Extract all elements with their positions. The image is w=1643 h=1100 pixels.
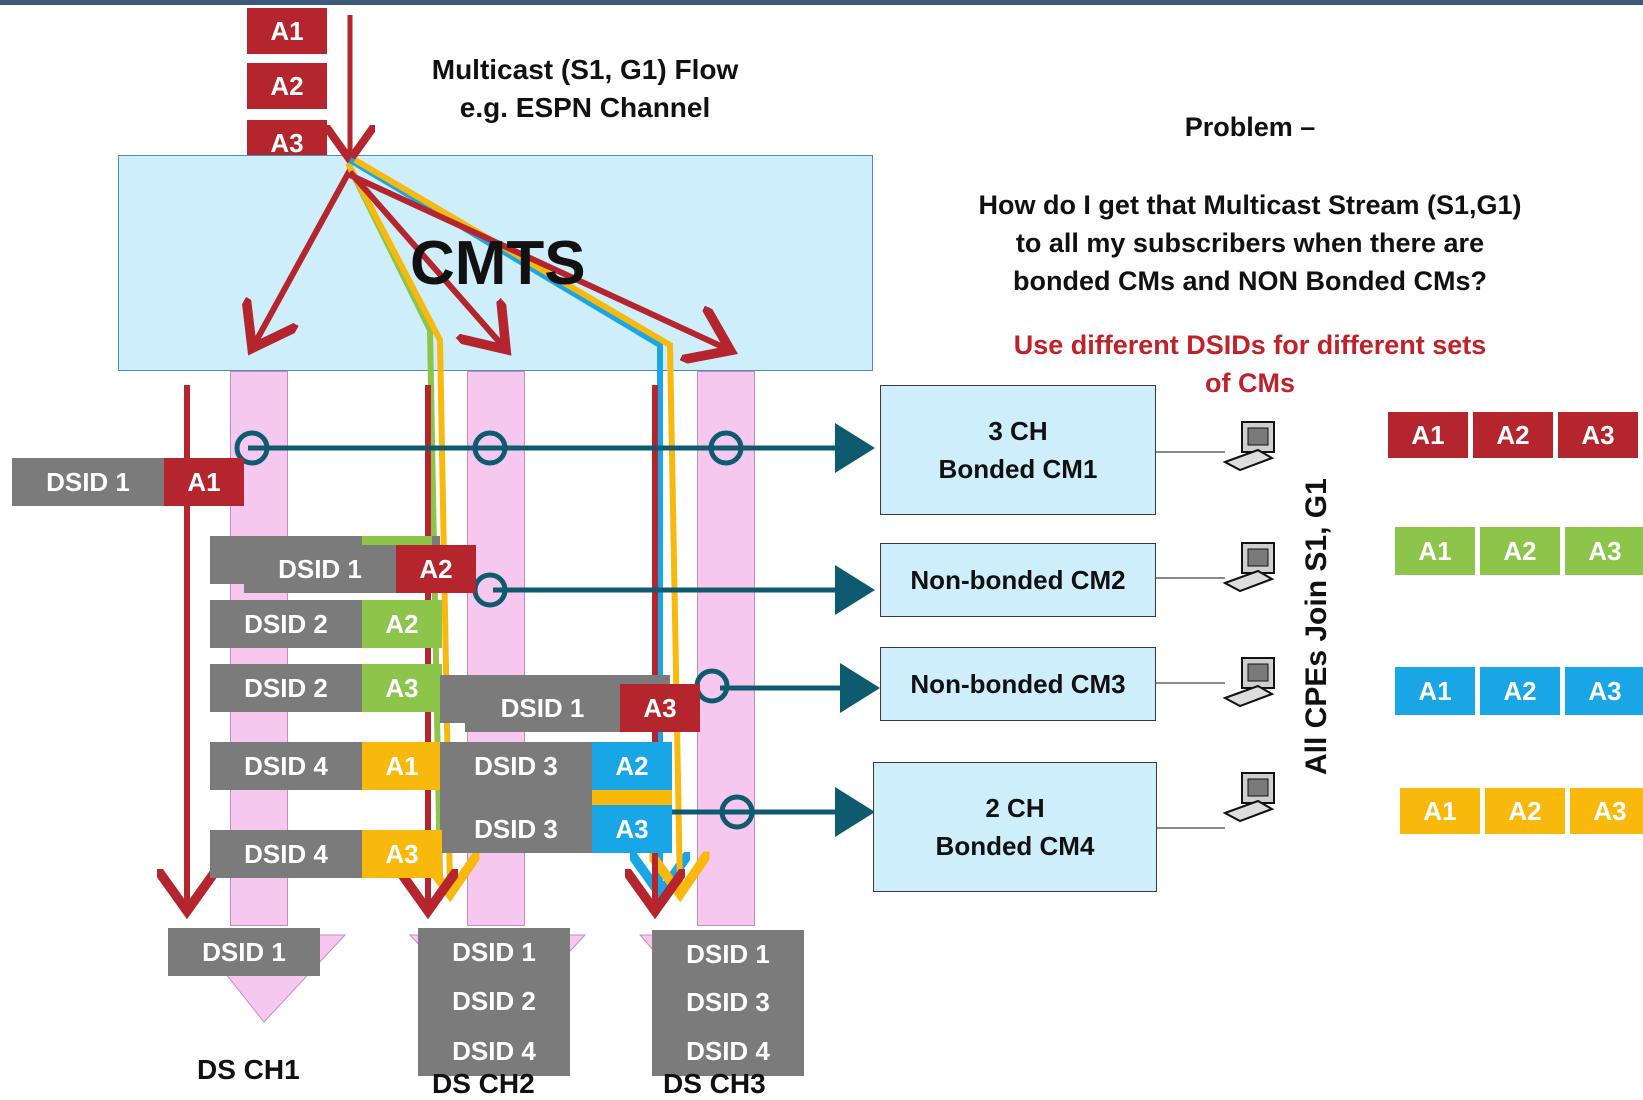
dsid-tag: DSID 3 A2	[440, 742, 672, 790]
dsid-tag-label: DSID 2	[210, 600, 362, 648]
received-stream-1: A1 A2 A3	[1388, 412, 1638, 458]
dsid-tag-packet: A3	[620, 684, 700, 732]
flow-subtitle: e.g. ESPN Channel	[459, 92, 711, 123]
received-packet: A3	[1565, 527, 1643, 575]
dsid-tag-packet: A1	[164, 458, 244, 506]
cm4-line1: 2 CH	[985, 793, 1045, 823]
dsid-tag-packet: A3	[362, 664, 442, 712]
ch2-dsid: DSID 1	[452, 937, 536, 968]
ch3-dsid: DSID 1	[686, 938, 770, 969]
dsid-tag: DSID 4 A3	[210, 830, 442, 878]
ch3-dsid: DSID 3	[686, 987, 770, 1018]
dsid-tag-packet: A2	[396, 545, 476, 593]
dsid-tag-packet: A2	[592, 742, 672, 790]
received-packet: A2	[1473, 412, 1553, 458]
answer-line1: Use different DSIDs for different sets	[1013, 330, 1487, 360]
dsid-tag-label: DSID 1	[12, 458, 164, 506]
ch2-dsid-list: DSID 1 DSID 2 DSID 4	[418, 928, 570, 1076]
received-packet: A1	[1388, 412, 1468, 458]
received-packet: A2	[1485, 788, 1565, 834]
tap-circle-cm1-ch2	[472, 430, 508, 466]
received-packet: A1	[1400, 788, 1480, 834]
received-packet: A1	[1395, 527, 1475, 575]
cm3-line1: Non-bonded CM3	[910, 669, 1126, 699]
channel-label-ch2: DS CH2	[432, 1068, 535, 1099]
flow-title: Multicast (S1, G1) Flow	[431, 54, 739, 85]
dsid-tag-packet: A3	[592, 805, 672, 853]
cable-modem-cm1: 3 CH Bonded CM1	[880, 385, 1156, 515]
pc-icon-2	[1222, 542, 1275, 593]
received-packet: A3	[1565, 667, 1643, 715]
replication-arrow-ch1	[255, 168, 353, 343]
dsid-tag-label: DSID 4	[210, 742, 362, 790]
dsid-tag-label: DSID 1	[465, 684, 620, 732]
dsid-tag-label: DSID 3	[440, 805, 592, 853]
received-packet: A3	[1558, 412, 1638, 458]
cable-modem-cm3: Non-bonded CM3	[880, 647, 1156, 721]
replication-arrow-ch2	[347, 170, 502, 345]
ch1-dsid-list: DSID 1	[168, 928, 320, 976]
ch1-dsid: DSID 1	[202, 936, 286, 967]
received-stream-2: A1 A2 A3	[1395, 527, 1643, 575]
received-packet: A2	[1480, 527, 1560, 575]
channel-label-ch3: DS CH3	[663, 1068, 766, 1099]
cable-modem-cm4: 2 CH Bonded CM4	[873, 762, 1157, 892]
tap-circle-cm4	[719, 794, 755, 830]
dsid-tag: DSID 2 A3	[210, 664, 442, 712]
dsid-tag-label: DSID 3	[440, 742, 592, 790]
dsid-tag-packet: A2	[362, 600, 442, 648]
channel-label-ch1: DS CH1	[197, 1054, 300, 1085]
received-stream-4: A1 A2 A3	[1400, 788, 1643, 834]
dsid-tag-packet: A3	[362, 830, 442, 878]
ch3-dsid-list: DSID 1 DSID 3 DSID 4	[652, 930, 804, 1076]
top-bar	[0, 0, 1643, 5]
cm1-line1: 3 CH	[988, 416, 1048, 446]
dsid-tag-label: DSID 1	[244, 545, 396, 593]
join-label: All CPEs Join S1, G1	[1300, 478, 1333, 775]
cm2-line1: Non-bonded CM2	[910, 565, 1126, 595]
received-packet: A3	[1570, 788, 1643, 834]
problem-question-line1: How do I get that Multicast Stream (S1,G…	[978, 190, 1522, 220]
answer-line2: of CMs	[1205, 368, 1295, 398]
dsid-tag: DSID 1 A3	[465, 684, 700, 732]
dsid-tag: DSID 4 A1	[210, 742, 442, 790]
tap-circle-cm1-ch3	[708, 430, 744, 466]
dsid-tag-label: DSID 2	[210, 664, 362, 712]
dsid-tag-label: DSID 4	[210, 830, 362, 878]
problem-question-line2: to all my subscribers when there are	[1015, 228, 1485, 258]
tap-circle-cm1-ch1	[234, 430, 270, 466]
pc-icon-1	[1222, 421, 1275, 472]
received-packet: A1	[1395, 667, 1475, 715]
received-stream-3: A1 A2 A3	[1395, 667, 1643, 715]
cm4-line2: Bonded CM4	[935, 831, 1095, 861]
pc-icon-4	[1222, 772, 1275, 823]
problem-question-line3: bonded CMs and NON Bonded CMs?	[1013, 266, 1487, 296]
dsid-tag: DSID 3 A3	[440, 805, 672, 853]
replication-arrow-ch3	[348, 172, 725, 348]
problem-heading: Problem –	[1184, 112, 1316, 142]
dsid-tag: DSID 2 A2	[210, 600, 442, 648]
received-packet: A2	[1480, 667, 1560, 715]
cable-modem-cm2: Non-bonded CM2	[880, 543, 1156, 617]
cmts-label: CMTS	[410, 229, 586, 298]
cm1-line2: Bonded CM1	[938, 454, 1098, 484]
ch3-dsid: DSID 4	[686, 1036, 770, 1067]
dsid-tag: DSID 1 A2	[244, 545, 476, 593]
dsid-tag-packet: A1	[362, 742, 442, 790]
ds-channel-3-column	[697, 371, 755, 926]
source-packet-a2: A2	[247, 63, 327, 109]
ch2-dsid: DSID 2	[452, 986, 536, 1017]
pc-icon-3	[1222, 657, 1275, 708]
ch2-dsid: DSID 4	[452, 1035, 536, 1066]
source-packet-a1: A1	[247, 8, 327, 54]
dsid-tag: DSID 1 A1	[12, 458, 244, 506]
